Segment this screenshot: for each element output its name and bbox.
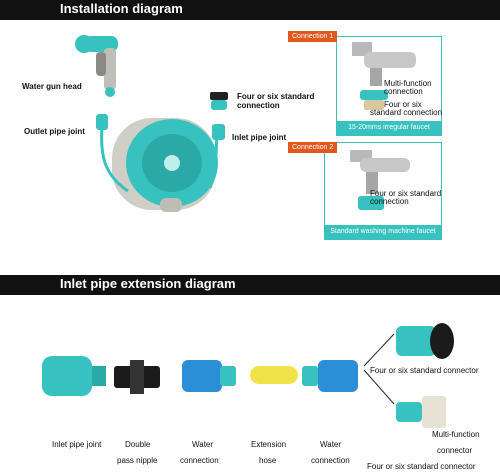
connection1-caption: 15-20mms irregular faucet: [337, 121, 441, 135]
water-connection-1-image: [182, 360, 236, 392]
part-label-water-connection-2-line1: Water: [320, 440, 342, 449]
connection2-standard-line2: connection: [370, 197, 409, 206]
faucet1-image: [352, 42, 416, 110]
connection1-tag: Connection 1: [288, 31, 338, 42]
section-header-extension: Inlet pipe extension diagram: [0, 275, 500, 295]
double-pass-nipple-image: [114, 360, 160, 394]
connection1-standard-line2: standard connection: [370, 108, 443, 117]
section-header-installation: Installation diagram: [0, 0, 500, 20]
right-label-standard-connector-2: Four or six standard connector: [367, 462, 476, 471]
hose-reel-image: [112, 118, 218, 212]
standard-connector-image: [210, 92, 228, 110]
right-label-multi-function-line2: connector: [437, 446, 473, 455]
connection2-panel: Standard washing machine faucet: [324, 142, 442, 240]
part-label-water-connection-1-line1: Water: [192, 440, 214, 449]
extension-hose-image: [250, 366, 298, 384]
label-standard-connection-line1: Four or six standard: [237, 92, 315, 101]
connection2-standard-line1: Four or six standard: [370, 189, 442, 198]
connection2-caption: Standard washing machine faucet: [325, 225, 441, 239]
label-outlet-pipe-joint: Outlet pipe joint: [24, 127, 85, 136]
water-connection-2-image: [302, 360, 358, 392]
multi-function-connector-image: [396, 396, 446, 428]
label-water-gun-head: Water gun head: [22, 82, 82, 91]
connection1-standard-line1: Four or six: [384, 100, 422, 109]
outlet-pipe-joint-image: [96, 114, 108, 130]
outlet-hose-line: [100, 126, 129, 193]
standard-connector-right-image: [396, 323, 454, 359]
part-label-extension-line1: Extension: [251, 440, 287, 449]
part-label-double-line1: Double: [125, 440, 151, 449]
connection1-multi-function-line2: connection: [384, 87, 423, 96]
faucet2-image: [350, 150, 410, 210]
part-label-water-connection-1-line2: connection: [180, 456, 219, 465]
connector-lines: [363, 333, 395, 405]
part-label-double-line2: pass nipple: [117, 456, 158, 465]
part-label-water-connection-2-line2: connection: [311, 456, 350, 465]
section-title-extension: Inlet pipe extension diagram: [60, 276, 236, 291]
section-title-installation: Installation diagram: [60, 1, 183, 16]
label-standard-connection-line2: connection: [237, 101, 280, 110]
water-gun-head-image: [75, 35, 118, 97]
connection1-multi-function-line1: Multi-function: [384, 79, 432, 88]
label-inlet-pipe-joint: Inlet pipe joint: [232, 133, 287, 142]
right-label-standard-connector-1: Four or six standard connector: [370, 366, 479, 375]
part-label-inlet-pipe-joint: Inlet pipe joint: [52, 440, 102, 449]
inlet-pipe-joint-image: [212, 124, 225, 140]
part-label-extension-line2: hose: [259, 456, 277, 465]
connection2-tag: Connection 2: [288, 142, 338, 153]
inlet-pipe-joint-part-image: [42, 356, 106, 396]
right-label-multi-function-line1: Multi-function: [432, 430, 480, 439]
